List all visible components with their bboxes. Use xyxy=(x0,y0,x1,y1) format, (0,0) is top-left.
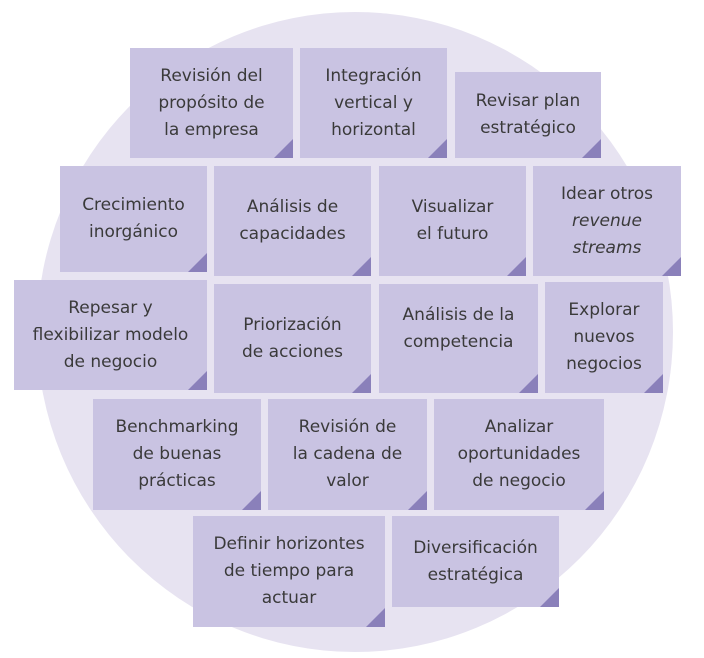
note-text: Análisis de capacidades xyxy=(239,197,346,244)
note-revision-proposito: Revisión del propósito de la empresa xyxy=(130,48,293,158)
note-cadena-valor: Revisión de la cadena de valor xyxy=(268,399,427,510)
folded-corner-icon xyxy=(585,491,604,510)
folded-corner-icon xyxy=(408,491,427,510)
folded-corner-icon xyxy=(519,374,538,393)
note-oportunidades: Analizar oportunidades de negocio xyxy=(434,399,604,510)
note-analisis-capacidades: Análisis de capacidades xyxy=(214,166,371,276)
note-text: Revisión del propósito de la empresa xyxy=(158,65,265,140)
folded-corner-icon xyxy=(188,371,207,390)
folded-corner-icon xyxy=(644,374,663,393)
note-diversificacion: Diversificación estratégica xyxy=(392,516,559,607)
note-text: Analizar oportunidades de negocio xyxy=(457,417,581,491)
note-repesar: Repesar y flexibilizar modelo de negocio xyxy=(14,280,207,390)
note-text-italic: revenue streams xyxy=(572,210,642,258)
note-text: Repesar y flexibilizar modelo de negocio xyxy=(32,297,189,372)
note-text: Revisar plan estratégico xyxy=(475,91,581,138)
note-text: Definir horizontes de tiempo para actuar xyxy=(213,534,365,608)
note-idear: Idear otros revenue streams xyxy=(533,166,681,276)
folded-corner-icon xyxy=(428,139,447,158)
note-text: Crecimiento inorgánico xyxy=(82,195,185,242)
folded-corner-icon xyxy=(366,608,385,627)
folded-corner-icon xyxy=(662,257,681,276)
note-text: Priorización de acciones xyxy=(242,314,343,362)
note-text: Integración vertical y horizontal xyxy=(325,65,422,140)
note-text: Benchmarking de buenas prácticas xyxy=(115,417,239,491)
folded-corner-icon xyxy=(352,257,371,276)
folded-corner-icon xyxy=(274,139,293,158)
note-text: Idear otros xyxy=(560,183,653,204)
note-visualizar: Visualizar el futuro xyxy=(379,166,526,276)
note-text: Revisión de la cadena de valor xyxy=(292,417,403,491)
note-text: Explorar nuevos negocios xyxy=(566,300,642,374)
folded-corner-icon xyxy=(582,139,601,158)
note-analisis-competencia: Análisis de la competencia xyxy=(379,284,538,393)
folded-corner-icon xyxy=(242,491,261,510)
folded-corner-icon xyxy=(540,588,559,607)
note-integracion: Integración vertical y horizontal xyxy=(300,48,447,158)
note-benchmarking: Benchmarking de buenas prácticas xyxy=(93,399,261,510)
note-text: Diversificación estratégica xyxy=(413,537,538,585)
note-priorizacion: Priorización de acciones xyxy=(214,284,371,393)
note-text: Visualizar el futuro xyxy=(411,197,494,244)
folded-corner-icon xyxy=(352,374,371,393)
note-explorar: Explorar nuevos negocios xyxy=(545,282,663,393)
note-text: Análisis de la competencia xyxy=(402,304,515,352)
note-revisar-plan: Revisar plan estratégico xyxy=(455,72,601,158)
folded-corner-icon xyxy=(507,257,526,276)
note-crecimiento: Crecimiento inorgánico xyxy=(60,166,207,272)
note-horizontes: Definir horizontes de tiempo para actuar xyxy=(193,516,385,627)
folded-corner-icon xyxy=(188,253,207,272)
